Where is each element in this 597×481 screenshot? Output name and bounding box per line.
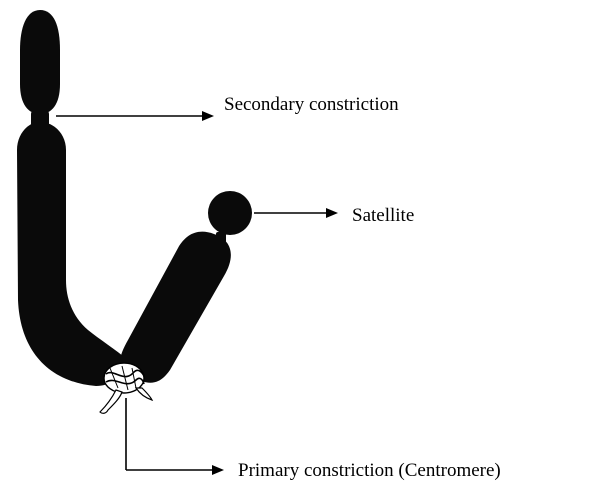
secondary-constriction-label: Secondary constriction [224,94,399,115]
satellite-pointer [254,208,338,218]
chromosome-top-segment [20,10,60,114]
chromosome-short-arm [120,232,231,383]
chromosome-long-arm [17,122,132,386]
secondary-constriction-pointer [56,111,214,121]
satellite-stalk [216,232,226,248]
primary-constriction-label: Primary constriction (Centromere) [238,460,501,481]
primary-constriction-pointer [126,398,224,475]
satellite-label: Satellite [352,205,414,226]
satellite-ball [208,191,252,235]
